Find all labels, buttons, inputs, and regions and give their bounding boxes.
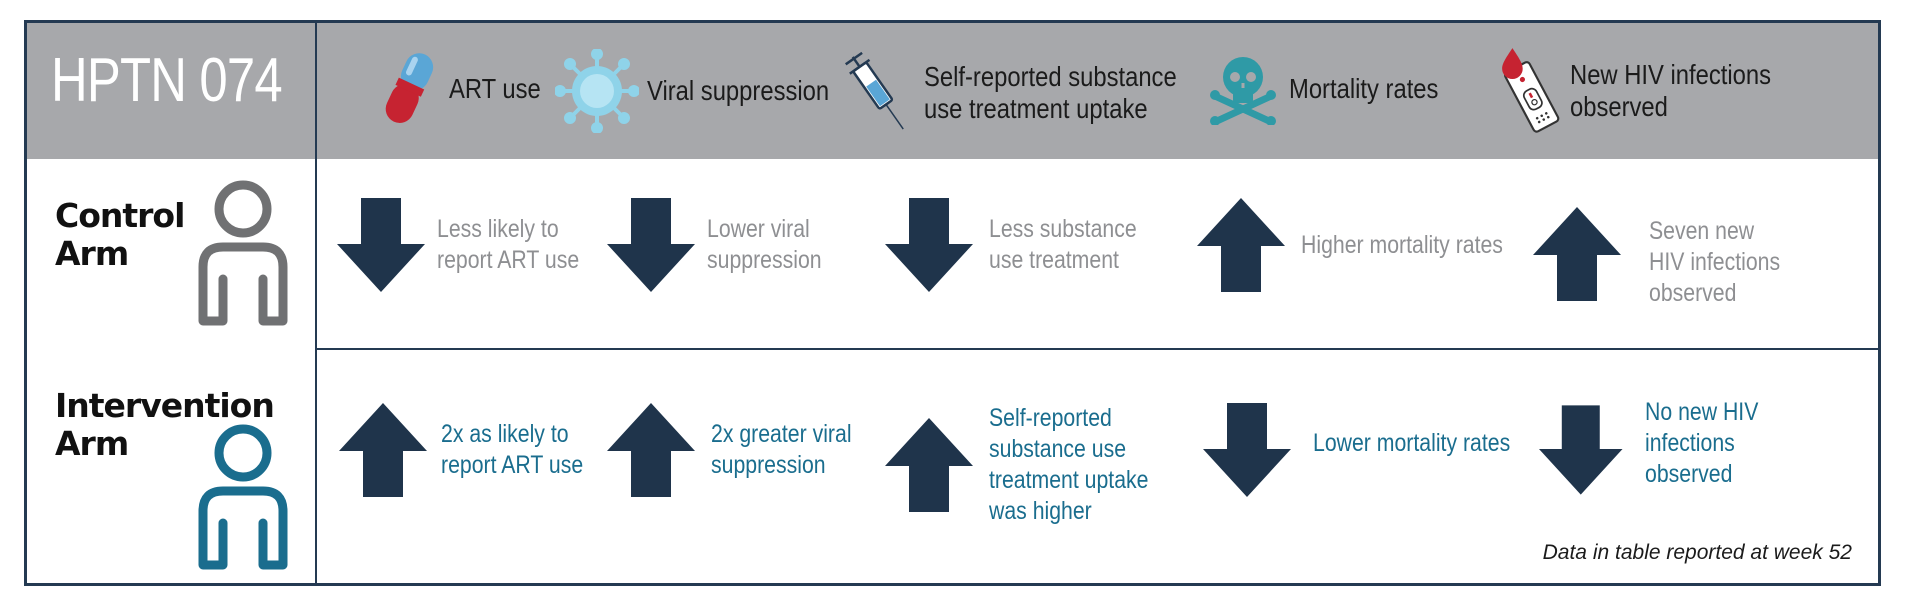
infographic-table: HPTN 074 ART use [24,20,1881,586]
cell-text: Lower viral suppression [707,215,822,274]
header-label: New HIV infections observed [1570,59,1772,122]
row-divider [317,348,1878,350]
control-person-icon [198,180,288,326]
column-divider [315,23,317,583]
cell-text: 2x as likely to report ART use [441,420,584,479]
intervention-cell-viral: 2x greater viral suppression [607,403,876,497]
blood-test-kit-icon [1502,48,1560,133]
intervention-cell-substance: Self-reported substance use treatment up… [885,403,1177,527]
control-cell-viral: Lower viral suppression [607,198,842,292]
header-substance-use: Self-reported substance use treatment up… [842,47,1221,139]
virus-icon [555,49,639,133]
cell-text: No new HIV infections observed [1644,397,1758,488]
arrow-down-icon [1203,403,1291,497]
cell-text: Less likely to report ART use [437,215,580,274]
header-row: HPTN 074 ART use [27,23,1878,159]
arrow-up-icon [1197,198,1285,292]
intervention-person-icon [198,424,288,570]
header-label: Self-reported substance use treatment up… [924,61,1177,124]
cell-text: Lower mortality rates [1313,428,1511,457]
header-label: ART use [449,73,541,104]
arrow-up-icon [339,403,427,497]
header-new-hiv: New HIV infections observed [1497,39,1878,143]
intervention-cell-art: 2x as likely to report ART use [339,403,608,497]
control-cell-art: Less likely to report ART use [337,198,604,292]
footnote: Data in table reported at week 52 [1542,541,1852,564]
cell-text: Self-reported substance use treatment up… [989,404,1149,525]
skull-crossbones-icon [1210,57,1276,125]
header-mortality: Mortality rates [1207,53,1465,125]
intervention-arm-label: Intervention Arm [55,386,275,463]
pill-capsule-icon [385,53,434,123]
control-cell-hiv: Seven new HIV infections observed [1533,198,1803,309]
header-label: Viral suppression [647,75,830,106]
cell-text: 2x greater viral suppression [711,420,852,479]
arrow-up-icon [885,418,973,512]
syringe-icon [845,51,904,130]
header-viral-suppression: Viral suppression [555,49,861,133]
arrow-up-icon [607,403,695,497]
cell-text: Seven new HIV infections observed [1649,217,1781,307]
header-label: Mortality rates [1289,73,1439,104]
arrow-down-icon [607,198,695,292]
intervention-cell-hiv: No new HIV infections observed [1539,398,1878,497]
header-art-use: ART use [377,49,557,129]
arrow-down-icon [1539,405,1623,495]
arrow-up-icon [1533,206,1621,301]
control-cell-mortality: Higher mortality rates [1197,198,1539,292]
cell-text: Higher mortality rates [1301,230,1503,259]
control-cell-substance: Less substance use treatment [885,198,1163,292]
intervention-cell-mortality: Lower mortality rates [1203,403,1545,497]
arrow-down-icon [885,198,973,292]
cell-text: Less substance use treatment [989,215,1137,274]
arrow-down-icon [337,198,425,292]
control-arm-label: Control Arm [55,196,185,273]
study-title: HPTN 074 [51,46,283,115]
